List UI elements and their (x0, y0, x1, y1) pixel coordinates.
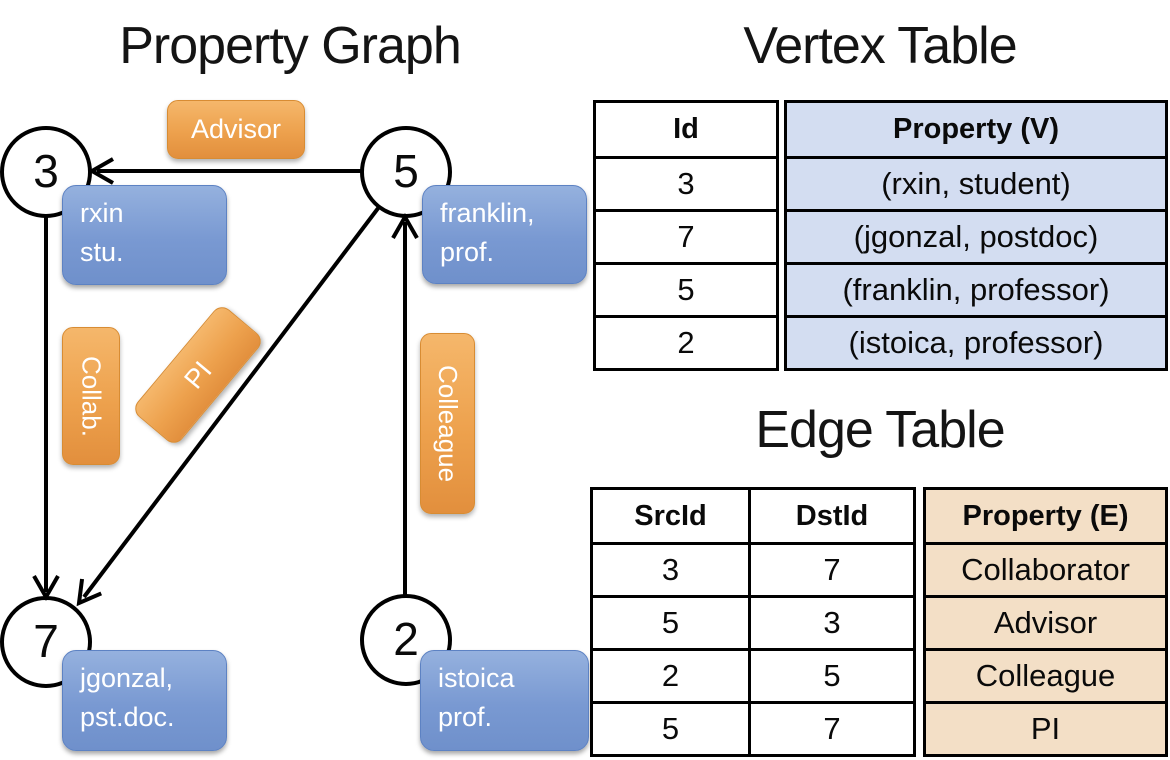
node-label-5: 5 (393, 145, 419, 198)
node-label-7: 7 (33, 615, 59, 668)
table-cell: (rxin, student) (787, 159, 1165, 209)
table-cell: 2 (596, 318, 776, 368)
table-cell: PI (926, 704, 1165, 754)
vertex-box-line: franklin, (440, 198, 535, 228)
node-label-2: 2 (393, 613, 419, 666)
edge-table-header-property: Property (E) (926, 490, 1165, 542)
edge-table-header-srcid: SrcId (593, 490, 748, 542)
edge-5-to-7 (82, 205, 381, 599)
table-cell: 5 (596, 265, 776, 315)
vertex-box-line: jgonzal, (80, 663, 174, 693)
vertex-table-header-property: Property (V) (787, 103, 1165, 156)
property-graph-title: Property Graph (119, 17, 462, 75)
table-cell: 3 (593, 545, 748, 595)
vertex-table-property-column: Property (V) (rxin, student) (jgonzal, p… (784, 100, 1168, 371)
table-cell: (jgonzal, postdoc) (787, 212, 1165, 262)
vertex-box-line: pst.doc. (80, 702, 175, 733)
edge-label-advisor: Advisor (167, 100, 305, 159)
vertex-box-franklin: franklin, prof. (422, 185, 587, 284)
table-cell: Colleague (926, 651, 1165, 701)
table-cell: (franklin, professor) (787, 265, 1165, 315)
node-label-3: 3 (33, 145, 59, 198)
table-cell: 3 (751, 598, 913, 648)
vertex-box-line: rxin (80, 198, 124, 228)
vertex-box-line: prof. (440, 237, 495, 268)
table-cell: 5 (593, 704, 748, 754)
arrowhead-at-3 (87, 157, 114, 185)
vertex-table-header-id: Id (596, 103, 776, 156)
vertex-box-line: prof. (438, 702, 493, 733)
vertex-table-title: Vertex Table (743, 17, 1017, 75)
vertex-box-jgonzal: jgonzal, pst.doc. (62, 650, 227, 751)
vertex-box-istoica: istoica prof. (420, 650, 589, 751)
arrowhead-at-5 (391, 212, 419, 239)
edge-label-colleague: Colleague (420, 333, 475, 514)
table-cell: (istoica, professor) (787, 318, 1165, 368)
vertex-box-line: stu. (80, 237, 124, 268)
table-cell: Advisor (926, 598, 1165, 648)
edge-table-id-columns: SrcId DstId 3 7 5 3 2 5 5 7 (590, 487, 916, 757)
edge-table-header-dstid: DstId (751, 490, 913, 542)
arrowhead-at-7-vertical (32, 575, 60, 602)
table-cell: 3 (596, 159, 776, 209)
table-cell: Collaborator (926, 545, 1165, 595)
vertex-table-id-column: Id 3 7 5 2 (593, 100, 779, 371)
table-cell: 5 (751, 651, 913, 701)
edge-table-title: Edge Table (755, 401, 1005, 459)
table-cell: 2 (593, 651, 748, 701)
vertex-box-line: istoica (438, 663, 515, 693)
table-cell: 5 (593, 598, 748, 648)
table-cell: 7 (751, 704, 913, 754)
vertex-box-rxin: rxin stu. (62, 185, 227, 285)
edge-label-collab: Collab. (62, 327, 120, 465)
edge-table-property-column: Property (E) Collaborator Advisor Collea… (923, 487, 1168, 757)
arrowhead-at-7-diagonal (76, 578, 103, 607)
table-cell: 7 (751, 545, 913, 595)
table-cell: 7 (596, 212, 776, 262)
